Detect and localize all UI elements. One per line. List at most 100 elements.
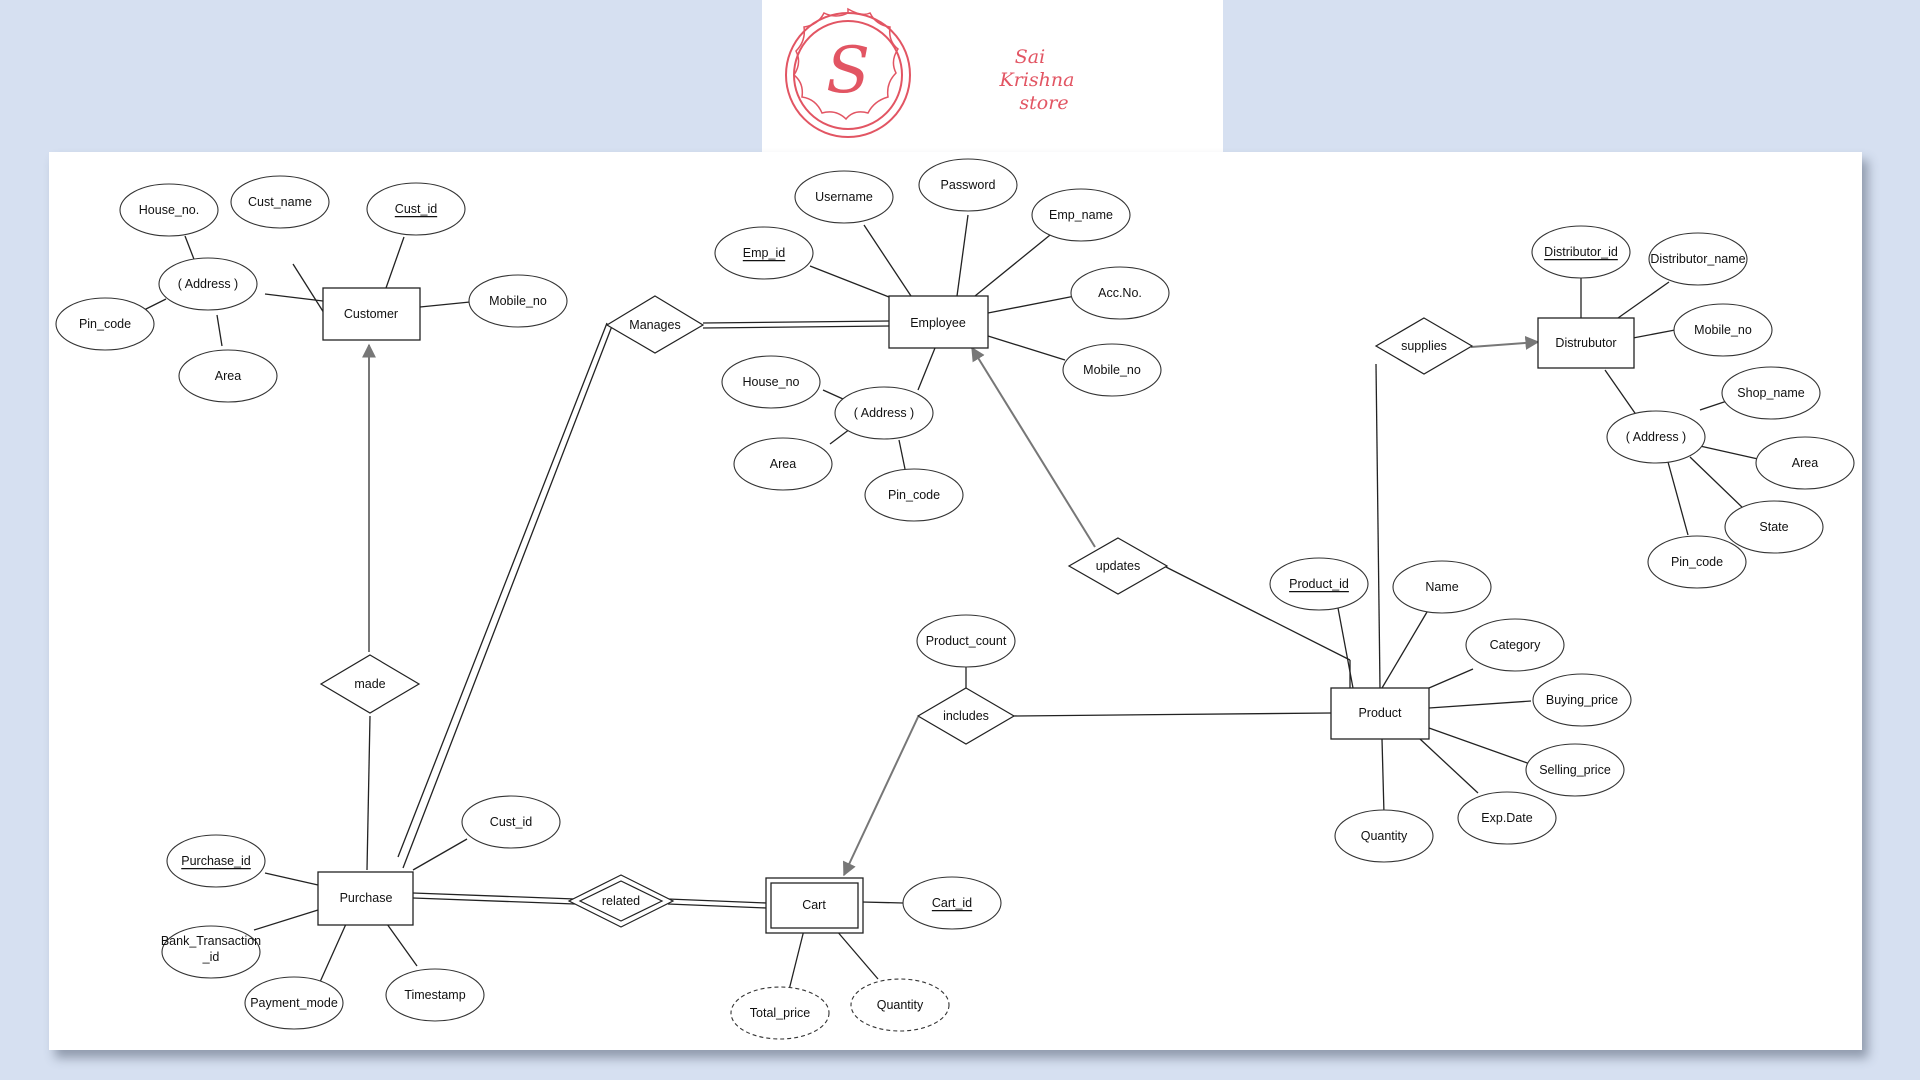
logo-card: S Sai Krishna store [762,0,1223,152]
attribute-ellipse [794,170,894,224]
er-diagram: Customer Employee Distrubutor Product Pu… [55,158,1855,1040]
relationship-made: made [319,654,421,714]
attribute-ellipse [468,274,568,328]
attribute-ellipse [1606,410,1706,464]
attribute-ellipse [864,468,964,522]
attribute-cart-quantity-derived: Quantity [850,978,950,1032]
attribute-ellipse [1673,303,1773,357]
attribute-label: Quantity [877,998,924,1012]
attribute-ellipse [1531,225,1631,279]
relationship-manages: Manages [605,295,705,354]
attribute-label: Selling_price [1539,763,1611,777]
relationship-label: made [354,677,385,691]
attribute-label: Emp_id [743,246,785,260]
logo-text-line1: Sai [1015,46,1045,68]
entity-box-inner [770,882,859,929]
attribute-purchase-id-key: Purchase_id [166,834,266,888]
attribute-label: State [1759,520,1788,534]
attribute-ellipse [834,386,934,440]
attribute-employee-house-no: House_no [721,355,821,409]
entity-distributor: Distrubutor [1537,317,1635,369]
entity-label: Cart [802,898,826,912]
attribute-ellipse [1062,343,1162,397]
attribute-distributor-mobile-no: Mobile_no [1673,303,1773,357]
attribute-label: Mobile_no [1083,363,1141,377]
attribute-ellipse [1269,557,1369,611]
connector-lines [137,214,1759,991]
entity-label: Product [1358,706,1402,720]
attribute-product-id-key: Product_id [1269,557,1369,611]
relationship-updates: updates [1067,537,1169,595]
attribute-employee-password: Password [918,158,1018,212]
relationship-label: Manages [629,318,680,332]
attribute-label: Shop_name [1737,386,1804,400]
attribute-employee-acc-no: Acc.No. [1070,266,1170,320]
attribute-ellipse [918,158,1018,212]
attribute-ellipse [366,182,466,236]
attribute-label: Timestamp [404,988,465,1002]
entity-box [888,295,989,349]
attribute-distributor-id-key: Distributor_id [1531,225,1631,279]
attribute-label: Quantity [1361,829,1408,843]
attribute-label: Payment_mode [250,996,338,1010]
attribute-ellipse [1392,560,1492,614]
attribute-label: Cust_id [395,202,437,216]
relationship-diamond-inner [578,880,664,922]
attribute-product-name: Name [1392,560,1492,614]
attribute-label: Username [815,190,873,204]
attribute-ellipse [158,257,258,311]
attribute-ellipse [244,976,344,1030]
attribute-customer-cust-name: Cust_name [230,175,330,229]
relationship-diamond [1374,317,1474,375]
attribute-label: Pin_code [888,488,940,502]
attribute-customer-address-composite: ( Address ) [158,257,258,311]
attribute-customer-area: Area [178,349,278,403]
entity-box [1330,687,1430,740]
entity-box [1537,317,1635,369]
attribute-distributor-shop-name: Shop_name [1721,366,1821,420]
logo-text-line3: store [1019,92,1068,114]
attribute-ellipse [733,437,833,491]
relationship-label: updates [1096,559,1140,573]
attribute-label: Buying_price [1546,693,1618,707]
attribute-label: Mobile_no [1694,323,1752,337]
attribute-distributor-name: Distributor_name [1648,232,1748,286]
attribute-cart-id-key: Cart_id [902,876,1002,930]
attribute-employee-emp-name: Emp_name [1031,188,1131,242]
attribute-label: Name [1425,580,1458,594]
attribute-label: ( Address ) [854,406,914,420]
attribute-ellipse [1721,366,1821,420]
attribute-label: Distributor_id [1544,245,1618,259]
attribute-distributor-area: Area [1755,436,1855,490]
entity-customer: Customer [322,287,421,341]
attribute-product-buying-price: Buying_price [1532,673,1632,727]
attribute-employee-address-composite: ( Address ) [834,386,934,440]
attribute-ellipse [1031,188,1131,242]
attribute-ellipse [461,795,561,849]
entity-box [322,287,421,341]
attribute-customer-cust-id-key: Cust_id [366,182,466,236]
attribute-purchase-bank-transaction-id: Bank_Transaction _id [161,925,261,979]
attribute-label: Total_price [750,1006,810,1020]
relationship-label: supplies [1401,339,1447,353]
attribute-ellipse [1465,618,1565,672]
attribute-customer-mobile-no: Mobile_no [468,274,568,328]
entity-product: Product [1330,687,1430,740]
attribute-label: Product_count [926,634,1007,648]
attribute-label: Pin_code [1671,555,1723,569]
attribute-label: Pin_code [79,317,131,331]
relationship-label: includes [943,709,989,723]
entity-label: Distrubutor [1555,336,1616,350]
attribute-label: Distributor_name [1650,252,1745,266]
relationship-diamond [605,295,705,354]
attribute-label: Mobile_no [489,294,547,308]
attribute-employee-username: Username [794,170,894,224]
attribute-customer-pin-code: Pin_code [55,297,155,351]
attribute-ellipse [1457,791,1557,845]
attribute-cart-total-price-derived: Total_price [730,986,830,1040]
relationship-diamond [1067,537,1169,595]
attribute-ellipse [1525,743,1625,797]
attribute-ellipse [385,968,485,1022]
attribute-label: Area [770,457,796,471]
attribute-ellipse [1724,500,1824,554]
